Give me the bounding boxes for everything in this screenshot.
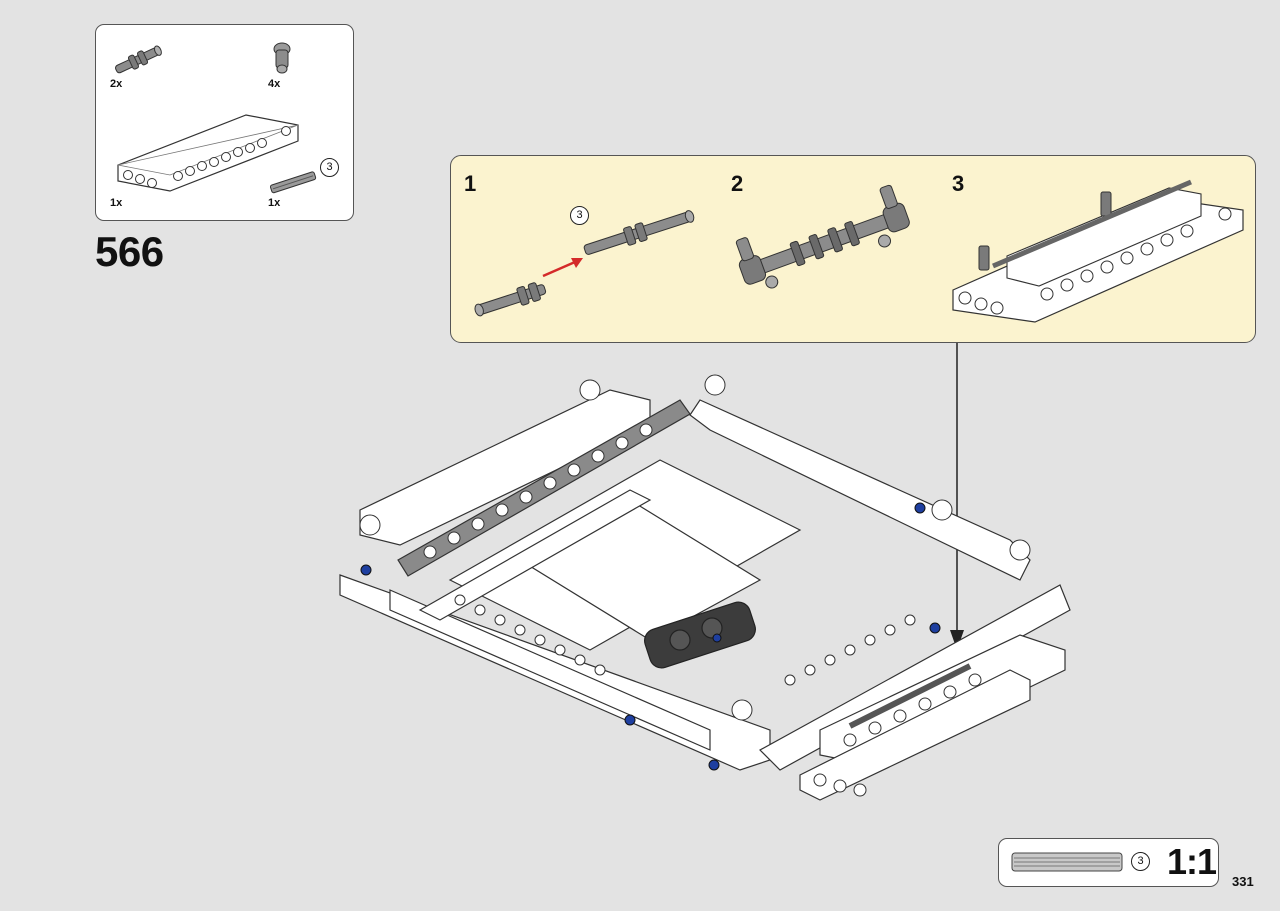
pin-connector-icon — [273, 42, 291, 74]
page-number: 331 — [1232, 874, 1254, 889]
substep-number: 1 — [464, 171, 477, 196]
qty-label: 1x — [268, 197, 281, 209]
main-model-illustration — [339, 374, 1071, 801]
parts-list-box: 2x 4x 1x 3 1x — [95, 24, 354, 221]
length-callout: 3 — [320, 158, 339, 177]
axle-with-pin-icon — [115, 45, 162, 74]
substep-1-illustration — [474, 210, 695, 317]
length-callout: 3 — [1131, 852, 1150, 871]
axle-1to1-icon — [1011, 852, 1123, 872]
length-callout: 3 — [570, 206, 589, 225]
substeps-callout: 1 2 3 3 — [450, 155, 1256, 343]
qty-label: 2x — [110, 78, 123, 90]
step-number: 566 — [95, 228, 164, 275]
substep-number: 2 — [731, 171, 744, 196]
scale-ratio: 1:1 — [1167, 841, 1217, 882]
scale-ruler-box: 3 1:1 — [998, 838, 1219, 887]
axle-length-3-icon — [269, 171, 317, 194]
liftarm-frame-icon — [117, 114, 299, 192]
substep-number: 3 — [952, 171, 965, 196]
qty-label: 1x — [110, 197, 123, 209]
qty-label: 4x — [268, 78, 281, 90]
substep-3-illustration — [952, 179, 1244, 323]
substep-2-illustration — [735, 184, 910, 289]
